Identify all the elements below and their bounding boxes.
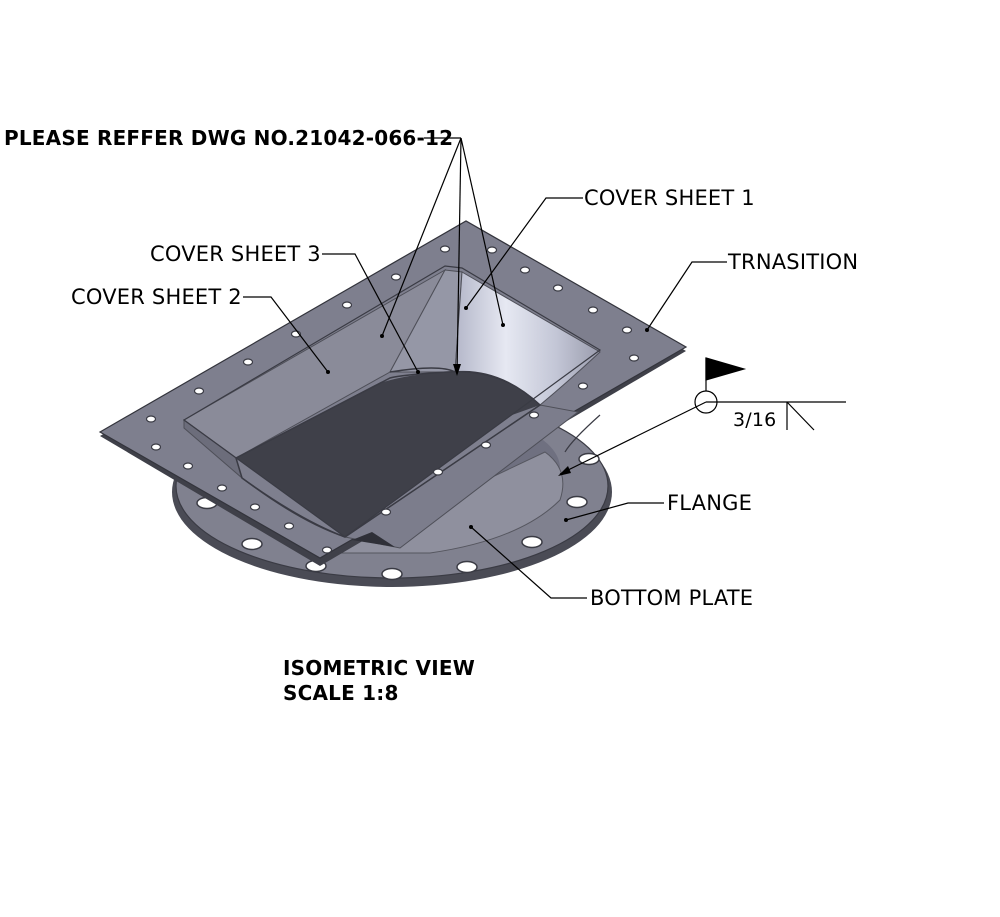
frame-hole [587,306,599,314]
frame-hole [621,326,633,334]
cover-sheet-1-label: COVER SHEET 1 [584,186,755,210]
frame-hole [390,273,402,281]
weld-size-label: 3/16 [733,409,777,431]
frame-hole [628,354,640,362]
flange-hole [381,567,403,581]
reference-note: PLEASE REFFER DWG NO.21042-066-12 [4,126,454,150]
leader-lines [243,137,727,599]
frame-hole [182,462,194,470]
transition-inner-walls [183,268,601,549]
leader-dots [326,306,649,529]
flange-hole [456,560,478,574]
cover-sheet-3-label: COVER SHEET 3 [150,242,321,266]
ref-leader-3 [460,137,504,326]
frame-hole [242,358,254,366]
flange-label: FLANGE [667,491,753,515]
frame-hole [216,484,228,492]
frame-hole [249,503,261,511]
transition-label: TRNASITION [728,250,859,274]
cover-sheet-2-label: COVER SHEET 2 [71,285,242,309]
view-scale: SCALE 1:8 [283,681,399,705]
weld-symbol [694,357,846,431]
fillet-weld-diagonal [786,401,815,431]
frame-hole [145,415,157,423]
frame-hole [193,387,205,395]
frame-hole [150,443,162,451]
frame-hole [480,441,492,449]
flange-bolt-holes [187,452,600,581]
frame-hole [486,246,498,254]
ref-leader-2 [456,137,462,375]
frame-inner-border [182,265,602,538]
frame-hole [577,382,589,390]
bottom-plate-label: BOTTOM PLATE [590,586,754,610]
frame-hole [321,546,333,554]
flange-hole [566,495,588,509]
frame-hole [552,284,564,292]
frame-hole [439,245,451,253]
frame-bolt-holes [145,245,640,554]
flange-hole [241,537,263,551]
ref-leader-1 [381,137,462,337]
frame-hole [528,411,540,419]
field-weld-flag-icon [705,357,747,381]
frame-hole [341,301,353,309]
leader-arrowheads [453,364,571,476]
view-title: ISOMETRIC VIEW [283,656,475,680]
frame-hole [519,266,531,274]
frame-hole [432,468,444,476]
frame-hole [380,508,392,516]
flange-hole [521,535,543,549]
frame-hole [283,522,295,530]
